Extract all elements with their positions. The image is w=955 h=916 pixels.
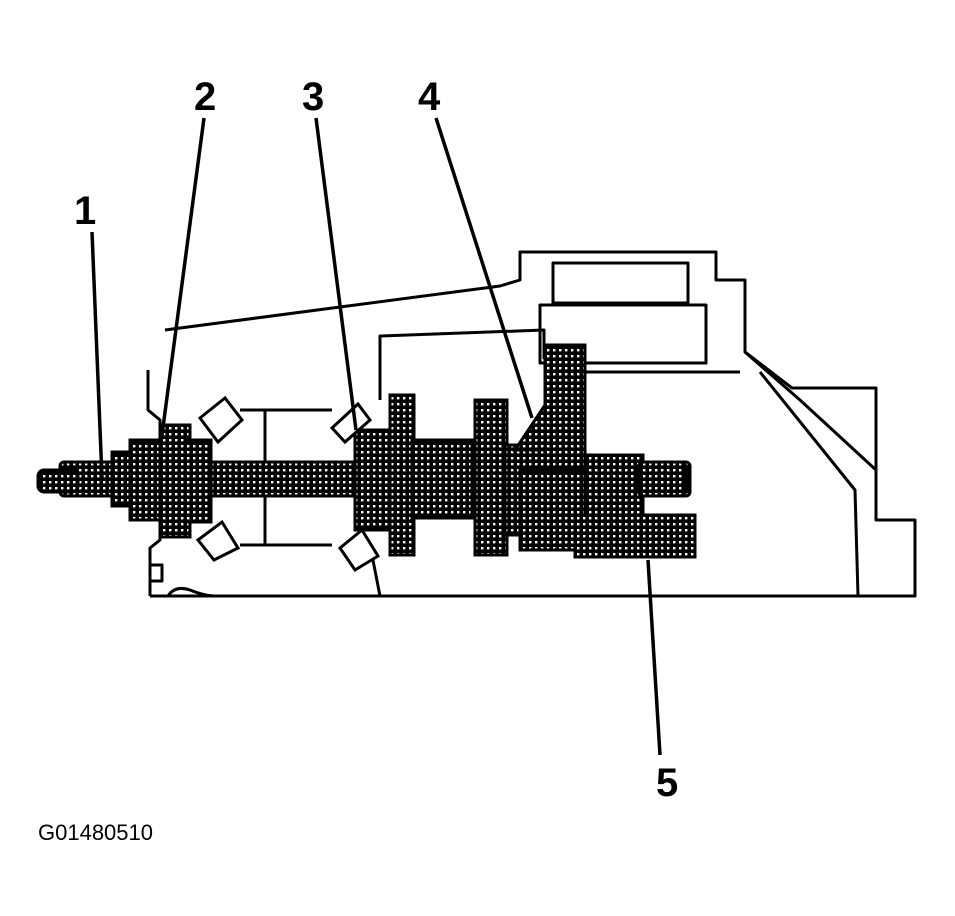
callout-label-3: 3 [302, 75, 324, 119]
leader-lines [90, 117, 662, 756]
leader-line-5 [646, 559, 662, 756]
figure-id: G01480510 [38, 820, 153, 845]
rear-extension-assembly [573, 453, 697, 559]
leader-line-2 [158, 117, 206, 451]
callout-label-4: 4 [418, 75, 441, 119]
front-bearing-assembly [110, 395, 245, 562]
drive-gear-assembly [329, 393, 474, 573]
leader-line-1 [90, 231, 104, 479]
leader-line-4 [434, 117, 534, 419]
leader-line-3 [314, 117, 358, 431]
callout-label-1: 1 [74, 189, 96, 233]
callout-label-5: 5 [656, 761, 678, 805]
callout-label-2: 2 [194, 75, 216, 119]
